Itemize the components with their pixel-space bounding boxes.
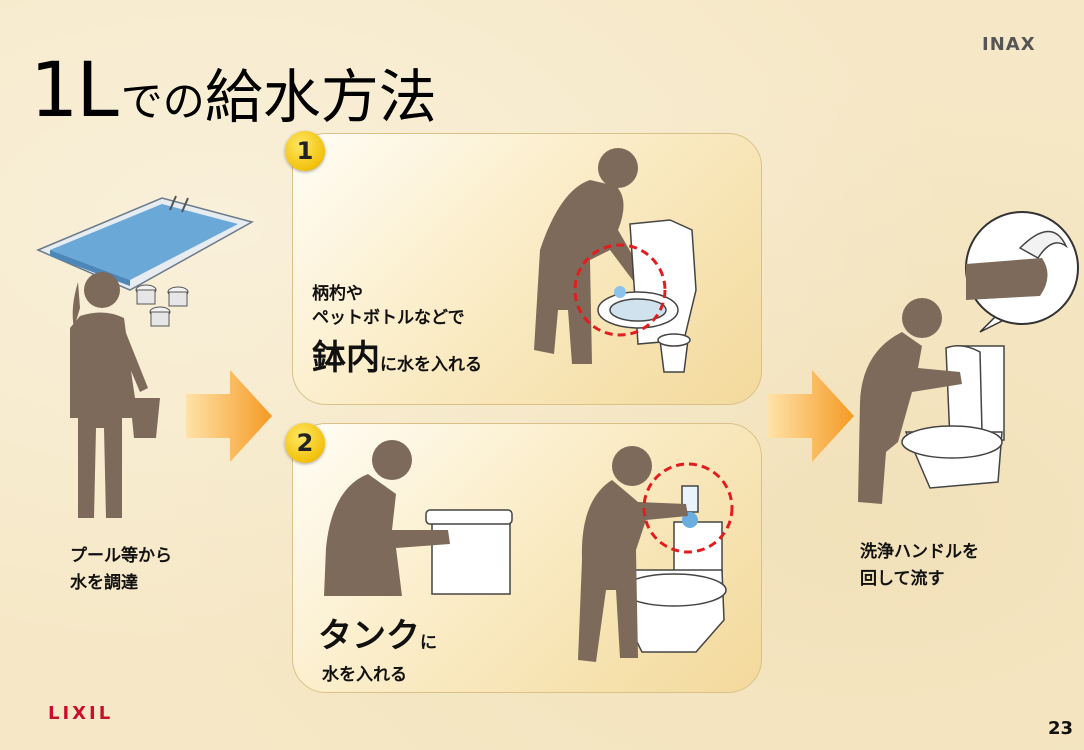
title-connector: での [120, 77, 205, 126]
lixil-logo: LIXIL [48, 703, 114, 724]
right-caption-line1: 洗浄ハンドルを [860, 542, 979, 562]
step2-line2: 水を入れる [322, 665, 407, 685]
brand-inax: INAX [982, 34, 1036, 55]
step2-emphasis: タンク [318, 616, 420, 656]
arrow-right-icon [768, 370, 854, 462]
buckets-illustration [135, 284, 189, 327]
step1-instruction: 鉢内 に水を入れる [312, 330, 482, 379]
title-number: 1L [30, 45, 119, 134]
title-main: 給水方法 [204, 63, 437, 131]
step1-rest: に水を入れる [380, 355, 482, 375]
step1-line2: ペットボトルなどで [312, 308, 465, 328]
step1-line1: 柄杓や [312, 284, 363, 304]
arrow-right-icon [186, 370, 272, 462]
page-number: 23 [1048, 718, 1074, 739]
step2-suffix: に [420, 633, 437, 653]
woman-with-bucket-silhouette [70, 272, 160, 518]
person-flushing-toilet-illustration [858, 298, 1005, 504]
person-pouring-into-bowl-illustration [534, 148, 697, 373]
step2-badge: 2 [285, 423, 325, 463]
left-caption-line1: プール等から [70, 546, 172, 566]
step1-badge: 1 [285, 131, 325, 171]
person-lifting-tank-lid-illustration [324, 440, 513, 596]
left-caption-line2: 水を調達 [70, 573, 138, 593]
step1-emphasis: 鉢内 [312, 338, 380, 378]
right-caption-line2: 回して流す [860, 569, 945, 589]
hand-turning-handle-closeup [965, 211, 1079, 333]
page-title: 1L での 給水方法 [30, 40, 437, 134]
step2-instruction: タンク に [318, 608, 437, 657]
person-filling-tank-illustration [578, 446, 734, 662]
